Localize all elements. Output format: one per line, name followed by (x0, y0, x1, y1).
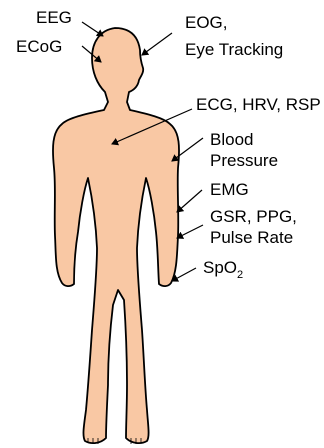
arrow-emg (177, 190, 202, 212)
label-spo2-subscript: 2 (237, 269, 243, 281)
arrow-eeg (82, 22, 103, 36)
label-eog-line2: Eye Tracking (185, 40, 283, 59)
human-body-figure (53, 28, 179, 443)
label-spo2: SpO2 (203, 258, 243, 281)
label-bp-line2: Pressure (210, 151, 278, 170)
label-ecog: ECoG (16, 37, 62, 56)
label-spo2-main: SpO (203, 258, 237, 277)
label-eeg: EEG (36, 8, 72, 27)
label-eog-line1: EOG, (185, 13, 228, 32)
arrow-gsr (177, 225, 203, 238)
label-bp-line1: Blood (210, 130, 253, 149)
label-emg: EMG (210, 180, 249, 199)
arrow-eog (142, 33, 172, 55)
label-gsr-line1: GSR, PPG, (210, 207, 297, 226)
label-gsr-line2: Pulse Rate (210, 228, 293, 247)
label-ecg: ECG, HRV, RSP (196, 95, 321, 114)
